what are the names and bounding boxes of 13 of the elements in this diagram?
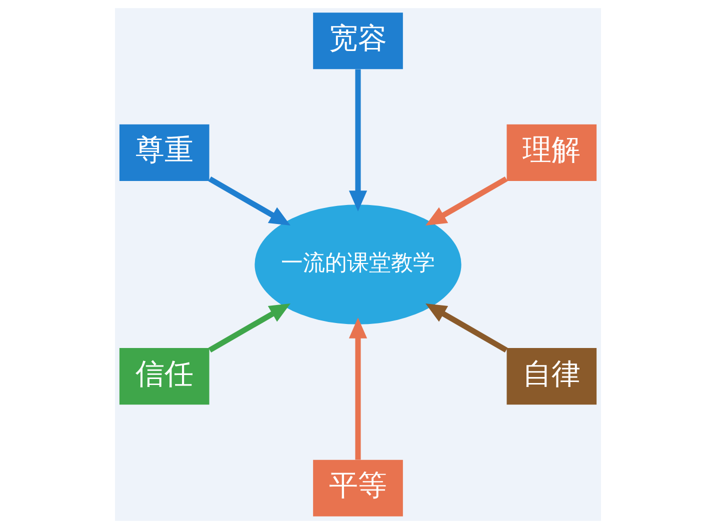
- node-box: 信任: [118, 348, 209, 405]
- arrow: [348, 69, 367, 212]
- node-ellipse: 一流的课堂教学: [254, 204, 461, 324]
- arrow: [425, 176, 508, 226]
- arrow: [348, 318, 367, 460]
- node-box: 自律: [506, 348, 596, 405]
- node-box: 理解: [506, 124, 596, 181]
- arrow: [425, 303, 508, 352]
- node-box: 宽容: [312, 12, 402, 70]
- node-box: 尊重: [118, 124, 209, 181]
- node-box: 平等: [312, 460, 402, 516]
- arrow: [208, 176, 290, 226]
- arrow: [208, 303, 290, 352]
